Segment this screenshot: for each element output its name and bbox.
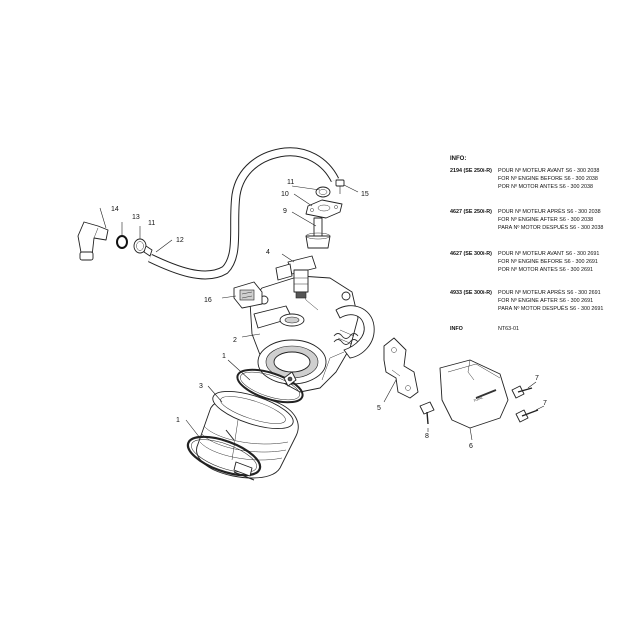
bolts-7	[511, 385, 539, 423]
spring	[333, 333, 359, 345]
info-code: 4933 (SE 300i-R)	[450, 290, 492, 296]
info-block-3: 4627 (SE 300i-R) POUR Nº MOTEUR AVANT S6…	[450, 251, 599, 273]
info-code: 4627 (SE 250i-R)	[450, 209, 492, 215]
flange-10	[305, 199, 343, 219]
clamp-1-upper	[236, 368, 304, 404]
info-block-1: 2194 (SE 250i-R) POUR Nº MOTEUR AVANT S6…	[450, 168, 599, 190]
info-footer-value: NT63-01	[498, 326, 519, 332]
info-code: 4627 (SE 300i-R)	[450, 251, 492, 257]
bolt-8	[419, 401, 435, 425]
info-line: FOR Nº ENGINE BEFORE S6 - 300 2038	[498, 176, 598, 182]
info-line: FOR Nº ENGINE AFTER S6 - 300 2038	[498, 217, 593, 223]
callout-13: 13	[132, 214, 140, 221]
nozzle-9	[305, 217, 331, 249]
info-line: PARA Nº MOTOR DESPUÉS S6 - 300 2038	[498, 224, 603, 231]
injector-4	[275, 255, 317, 299]
screw-15	[335, 179, 345, 194]
callout-11-top: 11	[287, 179, 294, 186]
callout-3: 3	[199, 383, 203, 390]
callout-12: 12	[176, 237, 184, 244]
info-line: PARA Nº MOTOR DESPUÉS S6 - 300 2691	[498, 305, 603, 312]
info-line: POUR Nº MOTEUR AVANT S6 - 300 2691	[498, 251, 599, 257]
clamp-1-lower	[186, 429, 262, 481]
callout-4: 4	[266, 249, 270, 256]
callout-6: 6	[469, 443, 473, 450]
callout-7-lower: 7	[543, 400, 547, 407]
o-ring-13	[116, 235, 128, 249]
callout-16: 16	[204, 297, 212, 304]
info-line: POR Nº MOTOR ANTES S6 - 300 2038	[498, 184, 593, 190]
bracket-5	[383, 337, 419, 399]
info-line: POUR Nº MOTEUR APRÈS S6 - 300 2691	[498, 289, 601, 296]
info-footer-label: INFO	[450, 326, 463, 332]
info-line: POR Nº MOTOR ANTES S6 - 300 2691	[498, 267, 593, 273]
info-line: POUR Nº MOTEUR AVANT S6 - 300 2038	[498, 168, 599, 174]
callout-5: 5	[377, 405, 381, 412]
elbow-fitting-14	[77, 221, 109, 261]
info-block-2: 4627 (SE 250i-R) POUR Nº MOTEUR APRÈS S6…	[450, 208, 603, 231]
callout-1-upper: 1	[222, 353, 226, 360]
callout-7-upper: 7	[535, 375, 539, 382]
info-legend: INFO: 2194 (SE 250i-R) POUR Nº MOTEUR AV…	[450, 156, 603, 332]
info-code: 2194 (SE 250i-R)	[450, 168, 492, 174]
callout-11-left: 11	[148, 220, 155, 227]
throttle-body	[249, 275, 375, 393]
cover-6: TOTAL	[439, 359, 509, 429]
callout-numbers: 14 13 11 12 11 10 9 4 15 16 2 1 3 1 5 8 …	[111, 179, 547, 450]
svg-text:TOTAL: TOTAL	[473, 395, 484, 403]
callout-1-lower: 1	[176, 417, 180, 424]
clamp-11-top	[315, 186, 331, 198]
info-line: FOR Nº ENGINE AFTER S6 - 300 2691	[498, 298, 593, 304]
info-block-4: 4933 (SE 300i-R) POUR Nº MOTEUR APRÈS S6…	[450, 289, 603, 312]
hose-12	[148, 147, 340, 280]
callout-14: 14	[111, 206, 119, 213]
leader-lines	[99, 184, 545, 441]
callout-10: 10	[281, 191, 289, 198]
clamp-11-left	[133, 238, 153, 257]
info-line: POUR Nº MOTEUR APRÈS S6 - 300 2038	[498, 208, 601, 215]
info-title: INFO:	[450, 156, 466, 162]
callout-9: 9	[283, 208, 287, 215]
callout-15: 15	[361, 191, 369, 198]
sensor-16	[233, 281, 263, 309]
callout-2: 2	[233, 337, 237, 344]
callout-8: 8	[425, 433, 429, 440]
info-line: FOR Nº ENGINE BEFORE S6 - 300 2691	[498, 259, 598, 265]
intake-boot-3	[196, 390, 299, 479]
